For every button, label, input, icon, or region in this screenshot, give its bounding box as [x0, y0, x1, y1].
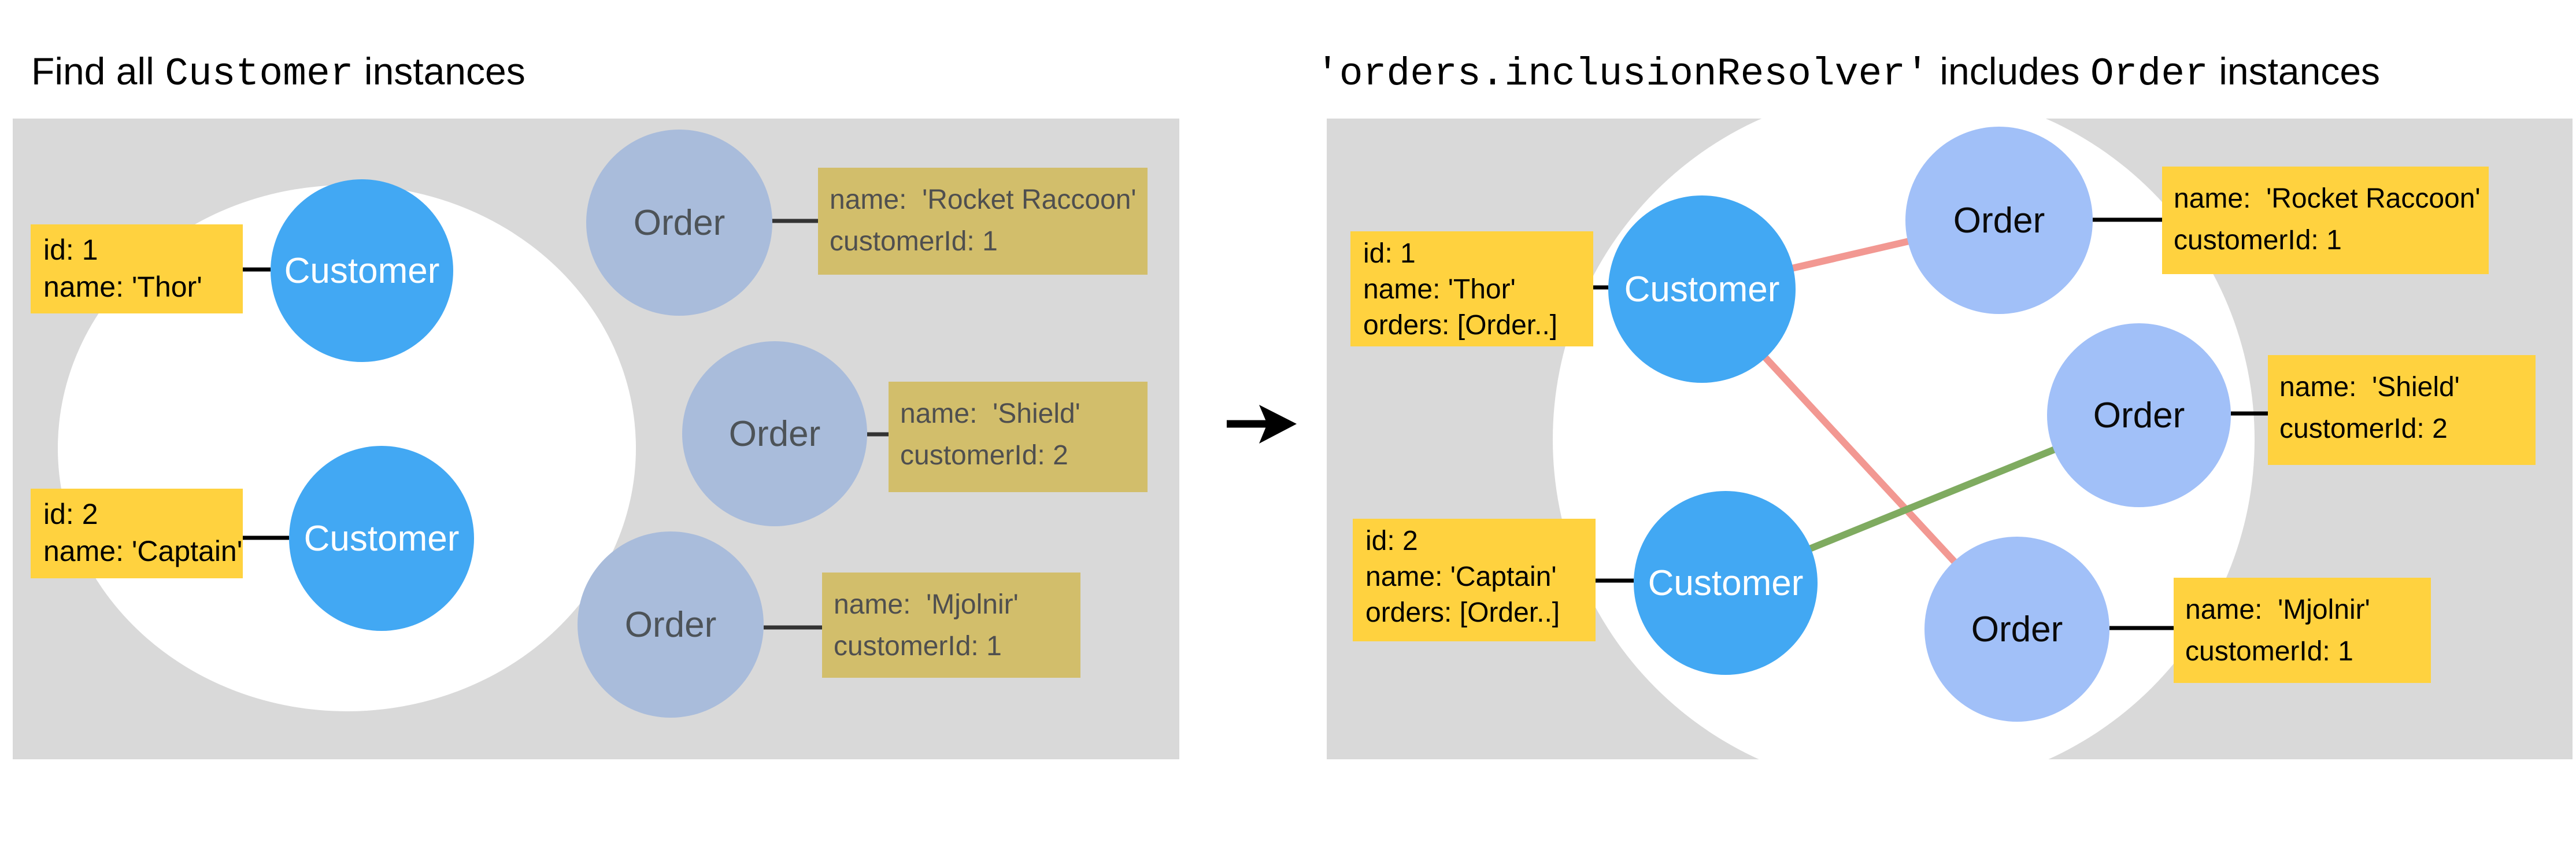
transform-arrow-head-icon — [1259, 405, 1297, 444]
right-rocket-label-line2: customerId: 1 — [2174, 225, 2342, 256]
right-order1-text: Order — [1953, 200, 2045, 241]
left-customer2-text: Customer — [304, 518, 460, 559]
left-customer2-circle: Customer — [289, 446, 474, 631]
right-title-mono-resolver: 'orders.inclusionResolver' — [1316, 52, 1929, 97]
right-order2-circle: Order — [2047, 323, 2231, 507]
right-title: 'orders.inclusionResolver' includes Orde… — [1316, 50, 2380, 97]
right-thor-label-line3: orders: [Order..] — [1363, 310, 1558, 341]
right-title-part1: includes — [1929, 50, 2090, 93]
right-rocket-label-line1: name: 'Rocket Raccoon' — [2174, 183, 2481, 214]
left-mjolnir-label-line1: name: 'Mjolnir' — [834, 589, 1019, 620]
left-thor-label-line1: id: 1 — [43, 234, 98, 266]
left-mjolnir-label-line2: customerId: 1 — [834, 631, 1002, 662]
left-shield-label-line2: customerId: 2 — [900, 440, 1068, 471]
right-order2-text: Order — [2093, 395, 2185, 435]
right-customer1-text: Customer — [1624, 269, 1780, 309]
right-shield-label-line1: name: 'Shield' — [2279, 372, 2460, 402]
left-captain-label-line1: id: 2 — [43, 498, 98, 530]
right-customer2-circle: Customer — [1634, 491, 1818, 675]
left-mjolnir-label: name: 'Mjolnir' customerId: 1 — [822, 573, 1080, 678]
left-rocket-label: name: 'Rocket Raccoon' customerId: 1 — [818, 168, 1148, 275]
left-thor-label: id: 1 name: 'Thor' — [31, 224, 243, 313]
right-shield-label-line2: customerId: 2 — [2279, 413, 2448, 444]
left-order3-text: Order — [624, 604, 717, 645]
right-customer2-text: Customer — [1648, 563, 1804, 603]
right-mjolnir-label-line1: name: 'Mjolnir' — [2185, 594, 2370, 625]
right-captain-label-line1: id: 2 — [1365, 526, 1418, 556]
left-order1-circle: Order — [586, 130, 772, 316]
left-customer1-text: Customer — [284, 250, 440, 291]
left-customer1-circle: Customer — [271, 179, 453, 362]
left-shield-label-line1: name: 'Shield' — [900, 398, 1080, 429]
right-title-mono-order: Order — [2090, 52, 2208, 97]
right-mjolnir-label-line2: customerId: 1 — [2185, 636, 2353, 667]
left-order2-circle: Order — [682, 341, 867, 526]
right-thor-label-line2: name: 'Thor' — [1363, 274, 1516, 305]
right-order1-circle: Order — [1905, 127, 2093, 314]
right-captain-label-line2: name: 'Captain' — [1365, 562, 1557, 592]
left-rocket-label-line2: customerId: 1 — [830, 226, 998, 257]
left-order1-text: Order — [633, 202, 726, 243]
left-shield-label: name: 'Shield' customerId: 2 — [889, 382, 1148, 492]
right-rocket-label: name: 'Rocket Raccoon' customerId: 1 — [2162, 167, 2489, 274]
right-shield-label: name: 'Shield' customerId: 2 — [2268, 355, 2536, 465]
right-customer1-circle: Customer — [1608, 195, 1796, 383]
right-captain-label-line3: orders: [Order..] — [1365, 597, 1560, 628]
left-order3-circle: Order — [578, 531, 764, 718]
left-rocket-label-line1: name: 'Rocket Raccoon' — [830, 184, 1137, 215]
left-captain-label-line2: name: 'Captain' — [43, 535, 243, 567]
right-order3-text: Order — [1971, 609, 2063, 649]
right-thor-label-line1: id: 1 — [1363, 238, 1416, 269]
right-mjolnir-label: name: 'Mjolnir' customerId: 1 — [2174, 578, 2431, 683]
left-title-part1: Find all — [31, 50, 165, 93]
right-title-part2: instances — [2208, 50, 2381, 93]
left-thor-label-line2: name: 'Thor' — [43, 271, 202, 303]
left-title-mono-customer: Customer — [165, 52, 354, 97]
left-captain-label: id: 2 name: 'Captain' — [31, 489, 243, 578]
left-title: Find all Customer instances — [31, 50, 525, 97]
right-order3-circle: Order — [1924, 537, 2109, 722]
left-order2-text: Order — [728, 413, 821, 454]
right-captain-label: id: 2 name: 'Captain' orders: [Order..] — [1353, 519, 1596, 641]
right-thor-label: id: 1 name: 'Thor' orders: [Order..] — [1350, 231, 1593, 346]
left-title-part2: instances — [353, 50, 525, 93]
